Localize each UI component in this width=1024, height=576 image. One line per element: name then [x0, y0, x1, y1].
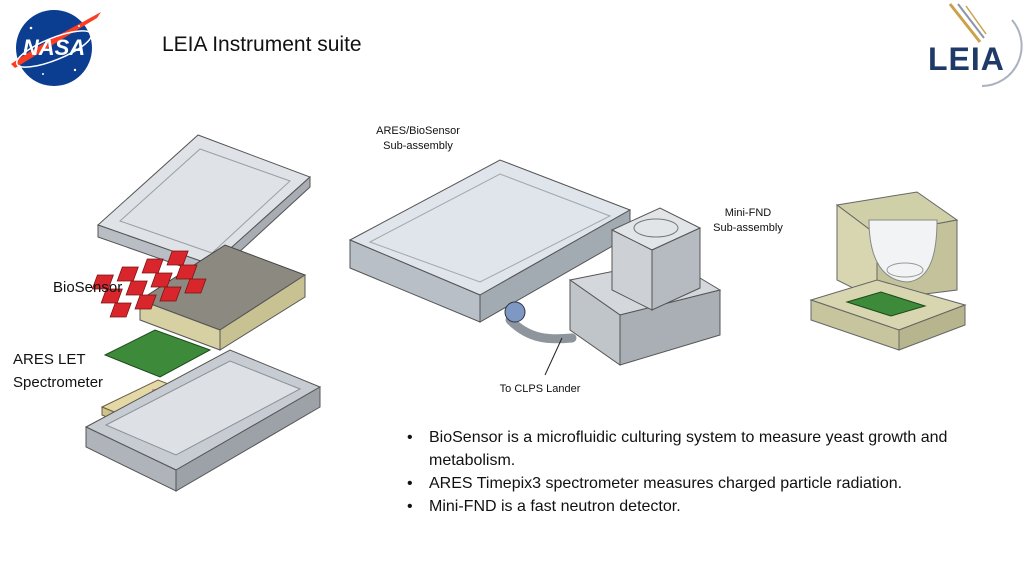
housing-base: [84, 349, 322, 492]
housing-lid: [97, 134, 311, 279]
label-ares-line1: ARES LET: [13, 351, 86, 368]
mini-fnd-cutaway-illustration: [809, 191, 967, 351]
callout-ares-biosensor-line2: Sub-assembly: [383, 140, 453, 152]
callout-minifnd-line1: Mini-FND: [724, 207, 772, 219]
nasa-logo: NASA: [11, 10, 101, 86]
label-biosensor: BioSensor: [53, 279, 123, 296]
lander-cable: [505, 315, 577, 344]
label-ares-line2: Spectrometer: [13, 374, 104, 391]
bullet-ares: ARES Timepix3 spectrometer measures char…: [405, 472, 965, 495]
ares-pcb: [103, 329, 212, 378]
description-bullets: BioSensor is a microfluidic culturing sy…: [405, 426, 965, 518]
bullet-biosensor: BioSensor is a microfluidic culturing sy…: [405, 426, 965, 472]
biosensor-module: [91, 244, 307, 351]
callout-minifnd-line2: Sub-assembly: [713, 222, 783, 234]
leia-logo-text: LEIA: [928, 41, 1005, 77]
ares-biosensor-subassembly: [348, 159, 632, 323]
callout-ares-biosensor-line1: ARES/BioSensor: [376, 125, 460, 137]
bullet-minifnd: Mini-FND is a fast neutron detector.: [405, 495, 965, 518]
leia-logo: LEIA: [928, 3, 1023, 87]
page-title: LEIA Instrument suite: [162, 33, 362, 56]
exploded-assembly-illustration: [84, 134, 322, 492]
mini-fnd-subassembly: [568, 207, 722, 366]
assembled-instrument-illustration: [348, 159, 722, 376]
callout-clps: To CLPS Lander: [499, 383, 581, 395]
